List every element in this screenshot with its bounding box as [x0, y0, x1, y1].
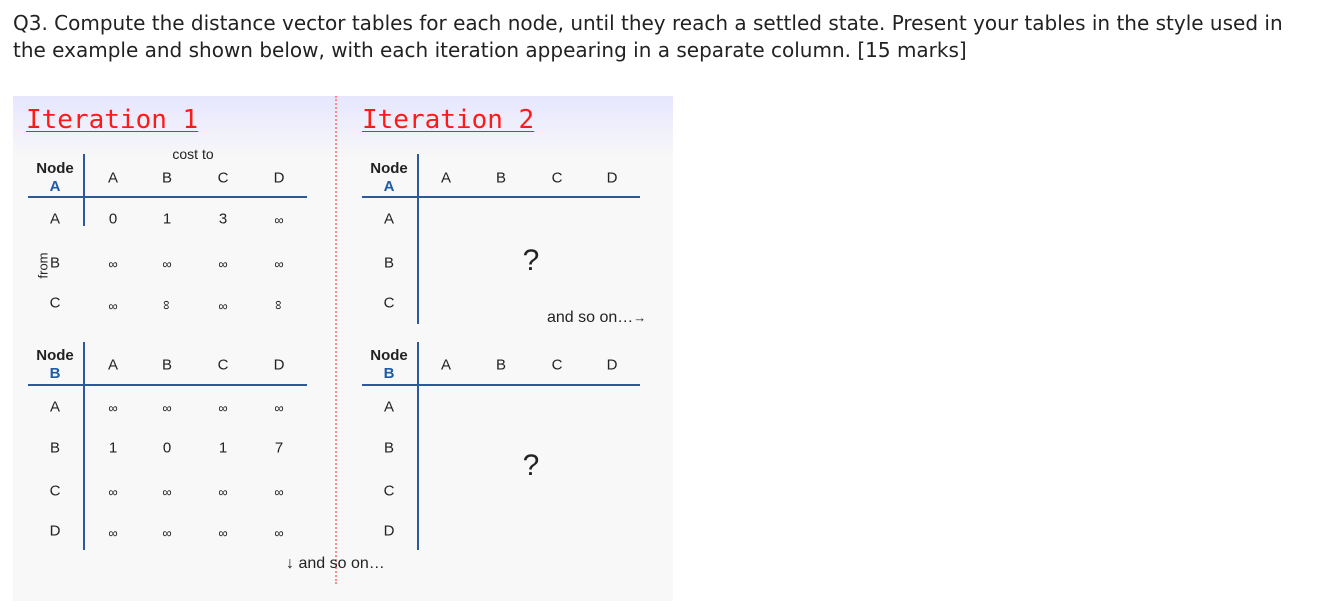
row-label: B — [49, 439, 61, 457]
row-label: B — [49, 254, 61, 272]
table-cell: ∞ — [218, 298, 228, 314]
col-header-d: D — [606, 356, 618, 374]
col-header-b: B — [495, 356, 507, 374]
node-header-letter: A — [49, 178, 61, 195]
figure-header-band — [13, 96, 673, 158]
table-cell: ∞ — [162, 256, 172, 272]
row-label: C — [383, 294, 395, 312]
node-a-header-iter2: Node A — [370, 160, 408, 196]
table-cell: ∞ — [108, 484, 118, 500]
table-cell: 0 — [108, 210, 118, 228]
table-cell: ∞ — [218, 484, 228, 500]
table-cell: ∞ — [274, 400, 284, 416]
table-cell: 7 — [274, 439, 284, 457]
node-header-letter: A — [383, 178, 395, 195]
from-label: from — [35, 252, 51, 279]
cost-to-label: cost to — [172, 146, 214, 162]
table-cell: 3 — [218, 210, 228, 228]
row-label: C — [383, 482, 395, 500]
table-cell: ∞ — [274, 212, 284, 228]
table-a-horizontal-rule — [28, 196, 307, 198]
table-cell: ∞ — [162, 525, 172, 541]
table-a2-vertical-rule — [417, 154, 419, 324]
row-label: D — [383, 522, 395, 540]
table-cell: ∞ — [108, 256, 118, 272]
table-cell: 1 — [162, 210, 172, 228]
col-header-d: D — [273, 169, 285, 187]
node-header-letter: B — [49, 365, 61, 382]
table-cell: ∞ — [162, 484, 172, 500]
iteration-1-title: Iteration 1 — [26, 105, 199, 135]
node-header-word: Node — [370, 347, 408, 364]
col-header-c: C — [551, 169, 563, 187]
col-header-c: C — [217, 169, 229, 187]
node-b-header-iter2: Node B — [370, 347, 408, 383]
node-header-word: Node — [370, 160, 408, 177]
row-label: A — [49, 398, 61, 416]
row-label: A — [383, 210, 395, 228]
and-so-on-right-text: and so on… — [547, 309, 634, 326]
table-cell: ∞ — [218, 256, 228, 272]
table-cell: ∞ — [218, 400, 228, 416]
right-arrow-icon: → — [633, 310, 647, 325]
row-label: B — [383, 254, 395, 272]
node-a-header: Node A — [36, 160, 74, 196]
question-text: Q3. Compute the distance vector tables f… — [13, 11, 1283, 62]
table-b2-horizontal-rule — [362, 384, 640, 386]
col-header-a: A — [107, 169, 119, 187]
col-header-c: C — [217, 356, 229, 374]
col-header-d: D — [273, 356, 285, 374]
table-cell: ∞ — [108, 298, 118, 314]
down-arrow-icon: ↓ — [286, 555, 294, 572]
table-b2-vertical-rule — [417, 342, 419, 550]
row-label: C — [49, 294, 61, 312]
col-header-b: B — [161, 169, 173, 187]
and-so-on-right-note: and so on…→ — [547, 309, 646, 327]
and-so-on-down-note: ↓ and so on… — [286, 555, 385, 573]
node-header-letter: B — [383, 365, 395, 382]
table-cell: ∞ — [274, 525, 284, 541]
table-b-horizontal-rule — [28, 384, 307, 386]
table-cell: ∞ — [162, 400, 172, 416]
table-cell: ∞ — [218, 525, 228, 541]
unknown-question-mark: ? — [522, 244, 540, 277]
col-header-c: C — [551, 356, 563, 374]
node-header-word: Node — [36, 347, 74, 364]
table-cell: ∞ — [274, 256, 284, 272]
table-cell: ∞ — [271, 300, 287, 310]
col-header-b: B — [495, 169, 507, 187]
and-so-on-down-text: and so on… — [298, 555, 385, 572]
col-header-a: A — [107, 356, 119, 374]
row-label: D — [49, 522, 61, 540]
table-a2-horizontal-rule — [362, 196, 640, 198]
table-b-vertical-rule — [83, 342, 85, 550]
table-cell: ∞ — [108, 525, 118, 541]
table-cell: 0 — [162, 439, 172, 457]
col-header-a: A — [440, 169, 452, 187]
col-header-b: B — [161, 356, 173, 374]
iteration-divider — [335, 96, 337, 584]
row-label: A — [49, 210, 61, 228]
col-header-d: D — [606, 169, 618, 187]
distance-vector-figure: Iteration 1 Iteration 2 cost to from Nod… — [13, 96, 673, 601]
row-label: B — [383, 439, 395, 457]
row-label: A — [383, 398, 395, 416]
col-header-a: A — [440, 356, 452, 374]
table-a-vertical-rule — [83, 154, 85, 226]
table-cell: ∞ — [159, 300, 175, 310]
iteration-2-title: Iteration 2 — [362, 105, 535, 135]
unknown-question-mark: ? — [522, 449, 540, 482]
table-cell: 1 — [108, 439, 118, 457]
node-b-header: Node B — [36, 347, 74, 383]
row-label: C — [49, 482, 61, 500]
node-header-word: Node — [36, 160, 74, 177]
table-cell: ∞ — [274, 484, 284, 500]
table-cell: ∞ — [108, 400, 118, 416]
table-cell: 1 — [218, 439, 228, 457]
